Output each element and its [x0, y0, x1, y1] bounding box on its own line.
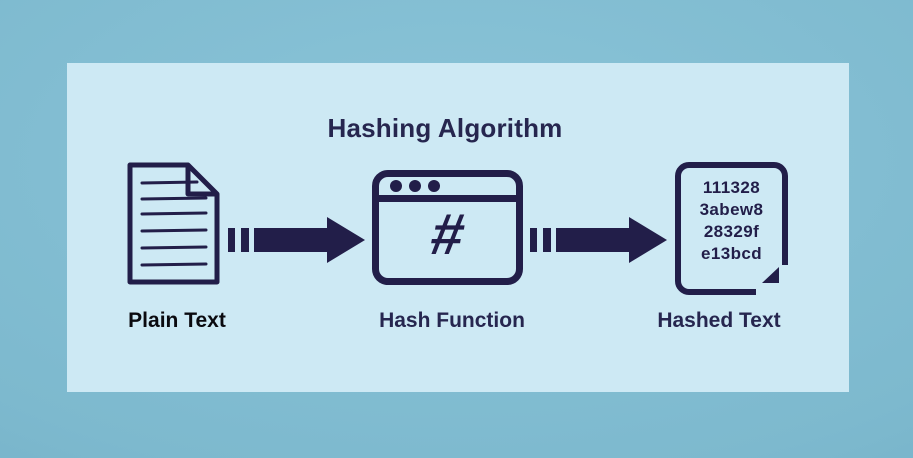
plain-text-document-icon: [127, 162, 220, 285]
window-dot-icon: [428, 180, 440, 192]
hashed-text-label: Hashed Text: [657, 309, 781, 332]
hash-value-line: 111328: [702, 178, 761, 197]
hash-value-line: e13bcd: [701, 244, 762, 263]
plain-text-label: Plain Text: [128, 309, 226, 332]
browser-titlebar: [379, 177, 516, 202]
hash-function-browser-icon: #: [372, 170, 523, 285]
flow-arrow-icon: [228, 217, 365, 263]
flow-arrow-icon: [530, 217, 667, 263]
window-dot-icon: [390, 180, 402, 192]
hashed-document-icon: 111328 3abew8 28329f e13bcd: [675, 162, 788, 295]
diagram-title: Hashing Algorithm: [327, 113, 563, 143]
hash-function-label: Hash Function: [379, 309, 525, 332]
diagram-panel: Hashing Algorithm # 111328 3ab: [67, 63, 849, 392]
hash-symbol: #: [425, 202, 470, 267]
hash-value-line: 3abew8: [699, 200, 764, 219]
window-dot-icon: [409, 180, 421, 192]
hash-value-line: 28329f: [703, 222, 760, 241]
